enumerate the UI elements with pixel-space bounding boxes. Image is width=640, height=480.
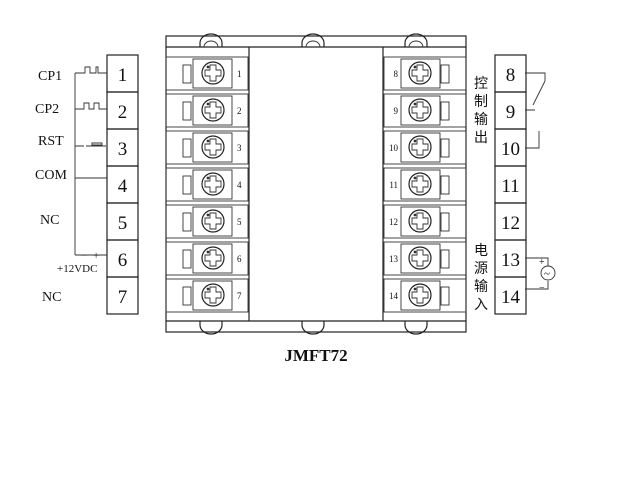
power-input-char: 输 <box>474 279 488 295</box>
control-output-char: 出 <box>474 130 488 146</box>
label-nc-5: NC <box>40 213 59 228</box>
screw-icon <box>201 283 225 307</box>
right-terminal-number: 14 <box>501 287 521 308</box>
device-terminal-right: 13 <box>383 241 467 276</box>
device-left-number: 6 <box>237 254 242 264</box>
device-terminal-right: 12 <box>383 204 467 239</box>
right-terminal-cell <box>494 276 527 315</box>
mounting-clip-icon <box>199 33 428 335</box>
left-terminal-block: 1 2 3 4 5 6 7 <box>106 54 139 315</box>
relay-contact-icon <box>525 72 546 111</box>
control-output-char: 控 <box>474 76 488 92</box>
control-output-char: 制 <box>474 94 488 110</box>
screw-icon <box>408 283 432 307</box>
device-terminal-left: 2 <box>165 93 249 128</box>
control-output-char: 输 <box>474 112 488 128</box>
screw-icon <box>201 135 225 159</box>
left-terminal-number: 7 <box>118 287 128 308</box>
label-cp1: CP1 <box>38 69 62 84</box>
label-cp2: CP2 <box>35 102 59 117</box>
device-left-number: 1 <box>237 69 242 79</box>
device-terminal-right: 9 <box>383 93 467 128</box>
pulse-icon <box>75 102 107 110</box>
device-terminal-left: 6 <box>165 241 249 276</box>
left-terminal-number: 3 <box>118 139 128 160</box>
label-com: COM <box>35 168 67 183</box>
device-terminal-right: 10 <box>383 130 467 165</box>
left-terminal-number: 5 <box>118 213 128 234</box>
right-wiring: ~ + − <box>525 72 556 294</box>
right-terminal-number: 10 <box>501 139 520 160</box>
right-terminal-block: 8 9 10 11 12 13 14 <box>494 54 527 315</box>
model-title: JMFT72 <box>284 346 347 365</box>
device-terminal-right: 11 <box>383 167 467 202</box>
left-terminal-number: 4 <box>118 176 128 197</box>
screw-icon <box>201 172 225 196</box>
push-button-icon <box>75 142 106 147</box>
device-body: 1 8 2 9 3 10 4 11 5 12 6 13 7 14 <box>165 33 467 335</box>
device-terminal-left: 3 <box>165 130 249 165</box>
screw-icon <box>408 209 432 233</box>
device-terminal-right: 8 <box>383 56 467 91</box>
screw-icon <box>201 98 225 122</box>
screw-icon <box>408 172 432 196</box>
label-rst: RST <box>38 134 64 149</box>
right-terminal-number: 13 <box>501 250 520 271</box>
left-terminal-number: 2 <box>118 102 128 123</box>
device-left-number: 3 <box>237 143 242 153</box>
left-terminal-number: 1 <box>118 65 128 86</box>
screw-icon <box>201 246 225 270</box>
device-terminal-left: 7 <box>165 278 249 313</box>
device-right-number: 10 <box>389 143 399 153</box>
device-terminal-left: 5 <box>165 204 249 239</box>
power-minus: − <box>539 283 545 294</box>
device-right-number: 14 <box>389 291 399 301</box>
screw-icon <box>408 61 432 85</box>
label-nc-7: NC <box>42 290 61 305</box>
screw-icon <box>408 135 432 159</box>
device-terminal-left: 4 <box>165 167 249 202</box>
pulse-icon <box>75 66 107 74</box>
ac-symbol: ~ <box>544 268 550 280</box>
right-terminal-number: 12 <box>501 213 520 234</box>
power-plus: + <box>539 257 545 268</box>
device-left-number: 7 <box>237 291 242 301</box>
power-input-char: 电 <box>474 243 488 259</box>
screw-icon <box>408 246 432 270</box>
label-plus: + <box>93 250 99 262</box>
device-terminal-left: 1 <box>165 56 249 91</box>
ac-source-icon <box>540 265 556 281</box>
device-right-number: 9 <box>394 106 399 116</box>
device-right-number: 11 <box>389 180 398 190</box>
device-left-number: 5 <box>237 217 242 227</box>
label-12vdc: +12VDC <box>57 263 97 275</box>
screw-icon <box>201 209 225 233</box>
device-left-number: 4 <box>237 180 242 190</box>
device-terminal-right: 14 <box>383 278 467 313</box>
screw-icon <box>201 61 225 85</box>
device-right-number: 12 <box>389 217 398 227</box>
device-right-number: 8 <box>394 69 399 79</box>
right-terminal-number: 9 <box>506 102 516 123</box>
right-terminal-number: 11 <box>501 176 519 197</box>
left-terminal-number: 6 <box>118 250 128 271</box>
left-terminal-cell <box>106 276 139 315</box>
screw-icon <box>408 98 432 122</box>
device-right-number: 13 <box>389 254 399 264</box>
left-wiring <box>74 66 107 256</box>
right-terminal-number: 8 <box>506 65 516 86</box>
label-minus: − <box>81 250 87 262</box>
device-left-number: 2 <box>237 106 242 116</box>
power-input-char: 入 <box>474 298 488 313</box>
power-input-char: 源 <box>474 261 488 277</box>
